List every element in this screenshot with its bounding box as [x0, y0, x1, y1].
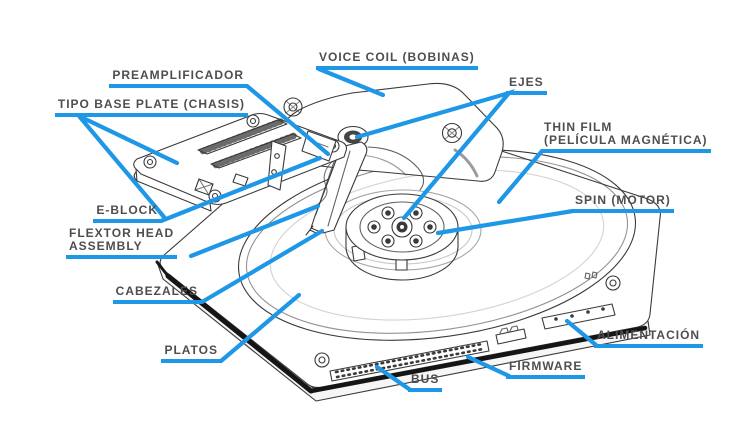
label-e-block: E-BLOCK — [93, 204, 161, 223]
leader-flextor-head-assembly — [188, 203, 321, 259]
leader-preamplificador — [244, 83, 331, 157]
leader-voice-coil — [316, 66, 386, 98]
label-tipo-base-plate: TIPO BASE PLATE (CHASIS) — [54, 98, 248, 117]
label-firmware: FIRMWARE — [506, 360, 586, 379]
hub-screws — [367, 206, 437, 248]
leader-spin-motor — [435, 208, 576, 236]
label-voice-coil: VOICE COIL (BOBINAS) — [316, 51, 478, 70]
label-thin-film: THIN FILM (PELÍCULA MAGNÉTICA) — [541, 121, 711, 153]
leader-platos — [218, 292, 302, 364]
label-bus: BUS — [408, 373, 443, 392]
leader-firmware — [465, 354, 512, 379]
label-ejes: EJES — [506, 76, 547, 95]
label-spin-motor: SPIN (MOTOR) — [572, 194, 674, 213]
leader-thin-film — [496, 148, 545, 205]
leader-bus — [374, 364, 412, 392]
leader-e-block — [158, 155, 323, 224]
label-flextor-head-assembly: FLEXTOR HEAD ASSEMBLY — [66, 227, 178, 259]
label-platos: PLATOS — [161, 344, 221, 363]
leader-cabezales — [199, 228, 325, 305]
leader-alimentacion — [564, 318, 599, 348]
label-cabezales: CABEZALES — [112, 285, 201, 304]
label-preamplificador: PREAMPLIFICADOR — [109, 69, 247, 88]
label-alimentacion: ALIMENTACIÓN — [594, 329, 704, 348]
